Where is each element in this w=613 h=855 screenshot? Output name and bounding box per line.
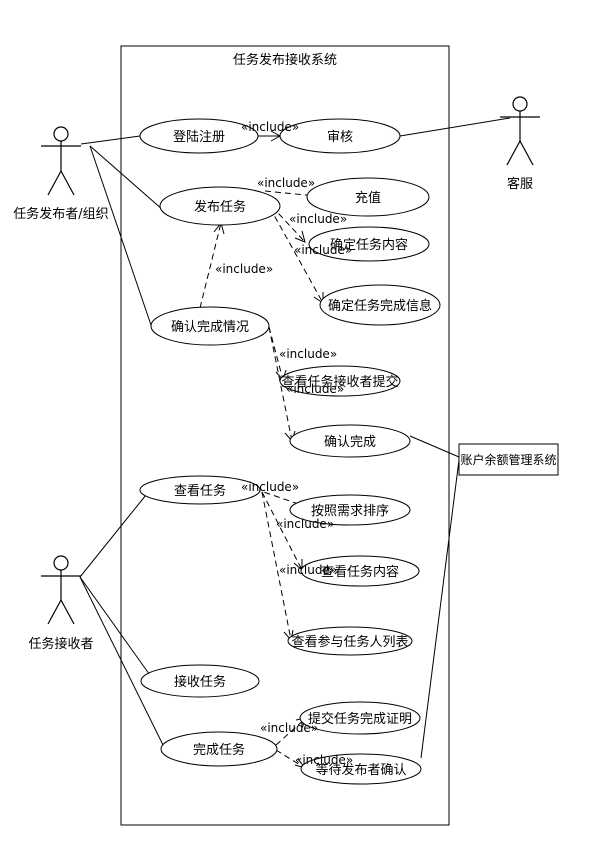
use-case-view-participants-label: 查看参与任务人列表 [291,634,408,650]
use-case-confirm-completion-info: 确定任务完成信息 [319,284,441,326]
use-case-accept-task-label: 接收任务 [174,674,226,690]
use-case-submit-proof: 提交任务完成证明 [299,701,421,735]
include-label: «include» [260,721,318,735]
include-label: «include» [215,262,273,276]
use-case-login-label: 登陆注册 [173,129,225,145]
include-label: «include» [241,120,299,134]
use-case-view-task-content-label: 查看任务内容 [321,564,399,580]
use-case-confirm-completion-info-label: 确定任务完成信息 [328,298,432,314]
include-label: «include» [257,176,315,190]
use-case-review-label: 审核 [327,130,353,145]
use-case-confirm-content: 确定任务内容 [308,226,430,262]
use-case-confirm-done-label: 确认完成 [324,435,376,450]
include-labels: «include» «include» «include» «include» … [215,120,353,767]
use-case-review: 审核 [279,118,401,154]
association-lines [79,117,511,759]
include-label: «include» [279,347,337,361]
use-case-view-tasks-label: 查看任务 [174,483,226,499]
include-label: «include» [286,382,344,396]
include-label: «include» [241,480,299,494]
actor-service-label: 客服 [507,176,533,192]
system-title: 任务发布接收系统 [233,52,337,68]
use-case-view-receiver-submission: 查看任务接收者提交 [279,365,401,397]
use-case-confirm-content-label: 确定任务内容 [330,237,408,253]
use-case-wait-confirm-label: 等待发布者确认 [315,762,406,778]
include-label: «include» [276,517,334,531]
use-case-view-receiver-submission-label: 查看任务接收者提交 [281,374,398,390]
include-label: «include» [294,243,352,257]
actor-publisher [41,126,81,196]
actor-receiver [41,555,81,625]
use-case-recharge-label: 充值 [355,190,381,206]
actor-publisher-label: 任务发布者/组织 [13,206,108,222]
use-case-publish: 发布任务 [159,186,281,226]
use-case-accept-task: 接收任务 [140,664,260,698]
external-system-label: 账户余额管理系统 [460,452,556,467]
actor-receiver-label: 任务接收者 [28,636,93,652]
use-case-confirm-done: 确认完成 [289,424,411,458]
system-boundary [120,45,450,826]
use-case-login: 登陆注册 [139,118,259,154]
include-label: «include» [289,212,347,226]
use-case-view-task-content: 查看任务内容 [300,555,420,587]
use-case-sort-by-demand-label: 按照需求排序 [311,504,389,519]
use-case-publish-label: 发布任务 [194,199,246,215]
include-label: «include» [279,563,337,577]
use-case-submit-proof-label: 提交任务完成证明 [308,711,412,727]
use-case-confirm-status: 确认完成情况 [150,306,270,346]
use-case-confirm-status-label: 确认完成情况 [171,320,249,335]
include-label: «include» [295,753,353,767]
external-system-box [458,443,559,476]
use-case-recharge: 充值 [306,177,430,217]
use-case-complete-task: 完成任务 [160,731,278,767]
use-case-complete-task-label: 完成任务 [193,742,245,758]
use-case-wait-confirm: 等待发布者确认 [300,753,422,785]
use-case-view-tasks: 查看任务 [139,475,261,505]
use-case-sort-by-demand: 按照需求排序 [289,494,411,526]
actor-service [500,96,540,166]
use-case-view-participants: 查看参与任务人列表 [287,626,413,656]
